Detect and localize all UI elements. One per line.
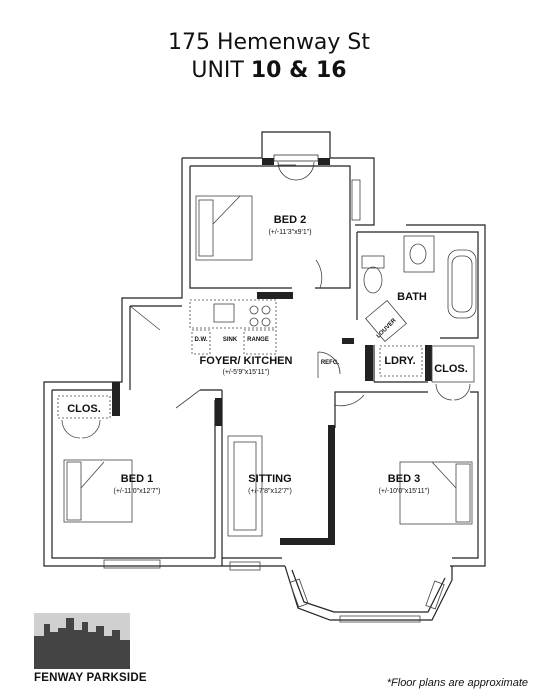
unit-title: UNIT 10 & 16 — [0, 58, 538, 83]
doors — [57, 259, 475, 439]
bed3-bed — [399, 461, 473, 525]
bed3-label: BED 3 — [388, 473, 420, 485]
unit-prefix: UNIT — [191, 58, 244, 83]
building-address: 175 Hemenway St — [167, 30, 371, 55]
sitting-label: SITTING — [248, 473, 291, 485]
solid-walls — [112, 158, 432, 545]
bath-label: BATH — [397, 291, 427, 303]
range-label: RANGE — [247, 337, 269, 343]
brand-name: FENWAY PARKSIDE — [34, 672, 147, 684]
dw-label: D.W. — [195, 337, 208, 343]
refg-label: REFG. — [321, 360, 340, 366]
bed2-dim: (+/-11'3"x9'1") — [268, 229, 311, 236]
walls — [43, 131, 486, 621]
bath-fixtures — [361, 235, 477, 319]
clos-bed3-label: CLOS. — [434, 363, 468, 375]
louver-label: LOUVER — [376, 317, 398, 339]
bed3-dim: (+/-10'0"x15'11") — [379, 488, 430, 495]
ldry-label: LDRY. — [384, 355, 415, 367]
bed2-doors — [273, 154, 319, 181]
bed1-bed — [63, 459, 133, 523]
kitchen-counter — [189, 299, 277, 355]
sink-label: SINK — [223, 337, 238, 343]
foyer-kitchen-label: FOYER/ KITCHEN — [200, 355, 293, 367]
windows — [103, 559, 445, 623]
sitting-dim: (+/-7'8"x12'7") — [248, 488, 292, 495]
bed1-label: BED 1 — [121, 473, 153, 485]
bed2-bed — [195, 195, 253, 261]
foyer-kitchen-dim: (+/-5'9"x15'11") — [222, 369, 269, 376]
unit-numbers: 10 & 16 — [250, 58, 347, 83]
bed1-dim: (+/-11'0"x12'7") — [113, 488, 160, 495]
sofa — [227, 435, 263, 537]
clos-bed1-label: CLOS. — [67, 403, 101, 415]
bed2-window — [351, 179, 361, 221]
bed2-label: BED 2 — [274, 214, 306, 226]
fenway-logo — [34, 613, 130, 669]
disclaimer: *Floor plans are approximate — [386, 677, 528, 689]
